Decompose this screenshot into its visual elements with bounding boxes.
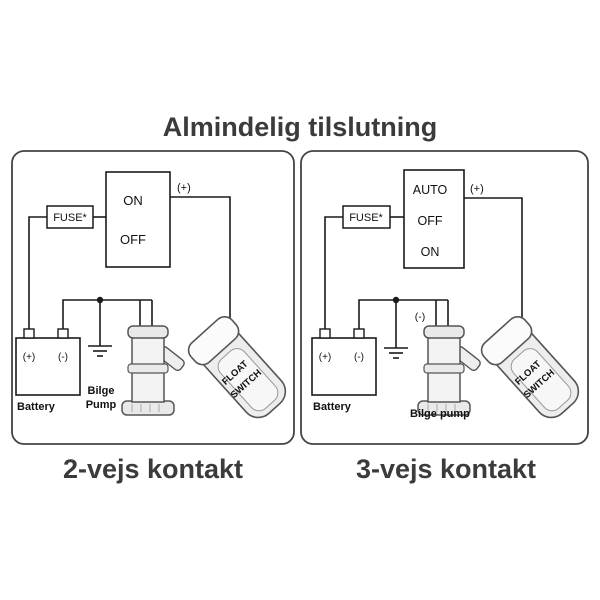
- right-panel-border: [300, 150, 589, 445]
- battery-minus-label: (-): [58, 352, 68, 363]
- left-pump-label-2: Pump: [86, 399, 117, 411]
- wire: [324, 216, 343, 329]
- left-positive-label: (+): [177, 182, 191, 194]
- wire: [358, 299, 448, 329]
- left-fuse-label: FUSE*: [53, 212, 87, 224]
- left-switch-off-label: OFF: [120, 232, 146, 247]
- right-switch-on-label: ON: [421, 245, 440, 259]
- junction-dot: [96, 296, 104, 304]
- left-wiring: [28, 196, 231, 346]
- left-panel-border: [11, 150, 295, 445]
- float-switch-icon: FLOAT SWITCH: [187, 315, 287, 419]
- battery-plus-terminal: [319, 328, 331, 339]
- right-switch-off-label: OFF: [418, 214, 443, 228]
- battery-label: Battery: [313, 401, 352, 413]
- wire: [464, 197, 523, 320]
- right-positive-label: (+): [470, 183, 484, 195]
- right-fuse-box: [342, 205, 391, 229]
- wire: [435, 300, 449, 327]
- right-fuse-label: FUSE*: [349, 212, 383, 224]
- left-panel: ON OFF (+) FUSE* (+) (-) Battery: [15, 171, 287, 419]
- battery-plus-label: (+): [23, 352, 36, 363]
- diagram-title: Almindelig tilslutning: [163, 112, 437, 142]
- right-switch-auto-label: AUTO: [413, 183, 448, 197]
- battery-minus-terminal: [57, 328, 69, 339]
- bilge-pump-icon: [417, 325, 481, 416]
- right-pump-label: Bilge pump: [410, 408, 470, 420]
- left-pump-label-1: Bilge: [88, 385, 115, 397]
- right-battery: (+) (-) Battery: [311, 328, 377, 413]
- wire: [28, 216, 47, 329]
- right-panel-caption: 3-vejs kontakt: [356, 454, 536, 484]
- right-negative-label: (-): [415, 311, 426, 323]
- bilge-pump-icon: [121, 325, 185, 416]
- ground-icon: [384, 347, 408, 359]
- battery-minus-label: (-): [354, 352, 364, 363]
- ground-icon: [88, 345, 112, 357]
- left-switch-box: [105, 171, 171, 268]
- right-switch-box: [403, 169, 465, 269]
- battery-plus-terminal: [23, 328, 35, 339]
- left-panel-caption: 2-vejs kontakt: [63, 454, 243, 484]
- battery-minus-terminal: [353, 328, 365, 339]
- junction-dot: [392, 296, 400, 304]
- battery-label: Battery: [17, 401, 56, 413]
- wire: [170, 196, 231, 322]
- wire: [62, 299, 152, 329]
- left-fuse-box: [46, 205, 94, 229]
- float-switch-icon: FLOAT SWITCH: [480, 315, 580, 419]
- right-panel: AUTO OFF ON (+) (-) FUSE* (+) (-) Batter…: [311, 169, 580, 420]
- left-battery: (+) (-) Battery: [15, 328, 81, 413]
- wire: [139, 300, 153, 327]
- battery-plus-label: (+): [319, 352, 332, 363]
- left-switch-on-label: ON: [123, 193, 143, 208]
- right-wiring: [324, 197, 523, 348]
